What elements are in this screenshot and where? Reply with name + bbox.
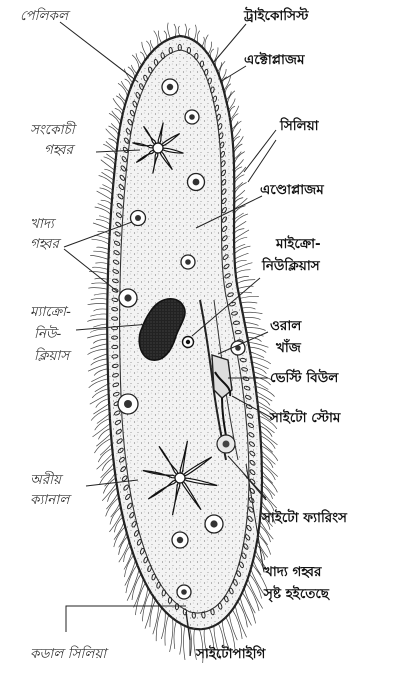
label-macronucleus-line1: ম্যাক্রো- <box>30 304 71 320</box>
contractile-vacuole-center <box>175 473 185 483</box>
label-trichocyst: ট্রাইকোসিস্ট <box>244 8 308 24</box>
food-vacuole <box>185 110 199 124</box>
pointer-ectoplasm <box>220 66 246 82</box>
label-contractile-vacuole-line2: গহ্বর <box>44 142 73 158</box>
label-food-vacuole-line2: গহ্বর <box>30 236 59 252</box>
label-cytostome: সাইটো স্টোম <box>270 410 340 426</box>
food-vacuole <box>177 585 191 599</box>
label-oral-groove-line1: ওরাল <box>270 318 301 334</box>
contractile-vacuole-center <box>153 143 163 153</box>
label-micronucleus-line2: নিউক্লিয়াস <box>262 258 320 274</box>
food-vacuole <box>118 394 138 414</box>
pointer-pellicle <box>60 22 138 82</box>
pointer-cilia-1 <box>244 130 276 172</box>
food-vacuole <box>188 174 205 191</box>
label-macronucleus-line3: ক্লিয়াস <box>34 348 69 364</box>
label-ectoplasm: এক্টোপ্লাজম <box>244 52 304 68</box>
label-micronucleus-line1: মাইক্রো- <box>276 236 321 252</box>
label-caudal-cilia: কডাল সিলিয়া <box>30 646 106 662</box>
food-vacuole <box>131 211 146 226</box>
label-oral-groove-line2: খাঁজ <box>276 340 301 356</box>
label-pellicle: পেলিকল <box>20 8 68 24</box>
label-endoplasm: এণ্ডোপ্লাজম <box>260 182 324 198</box>
label-forming-food-vacuole-line1: খাদ্য গহ্বর <box>264 564 321 580</box>
label-macronucleus-line2: নিউ- <box>34 326 61 342</box>
label-contractile-vacuole-line1: সংকোচী <box>30 122 75 138</box>
food-vacuole <box>205 515 223 533</box>
label-vestibule: ভেস্টি বিউল <box>270 370 338 386</box>
food-vacuole <box>181 255 195 269</box>
label-radial-canal-line2: ক্যানাল <box>30 492 69 508</box>
label-cilia: সিলিয়া <box>280 118 319 134</box>
food-vacuole <box>162 79 178 95</box>
label-cytopyge: সাইটোপাইগি <box>196 646 265 662</box>
pointer-trichocyst <box>214 24 246 62</box>
label-food-vacuole-line1: খাদ্য <box>30 216 54 232</box>
food-vacuole <box>172 532 188 548</box>
label-radial-canal-line1: অরীয় <box>30 472 61 488</box>
food-vacuole <box>119 289 137 307</box>
label-forming-food-vacuole-line2: সৃষ্ট হইতেছে <box>264 586 329 602</box>
label-cytopharynx: সাইটো ফ্যারিংস <box>262 510 347 526</box>
